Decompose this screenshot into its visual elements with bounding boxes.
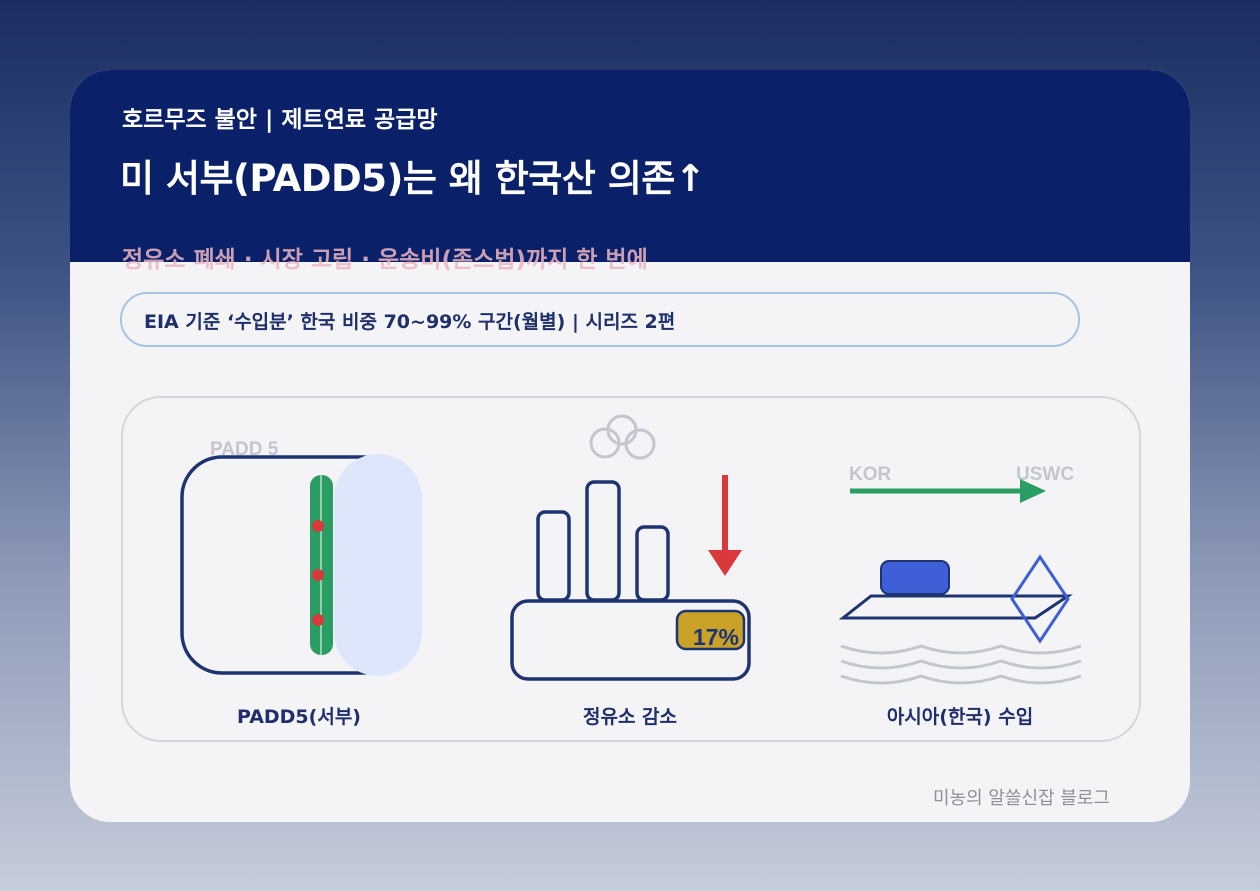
illustrations: PADD 5 17% KOR USWC: [180, 414, 1082, 685]
route-arrow-icon: [850, 479, 1046, 503]
header-band: 호르무즈 불안 | 제트연료 공급망 미 서부(PADD5)는 왜 한국산 의존…: [70, 70, 1190, 262]
page-title: 미 서부(PADD5)는 왜 한국산 의존↑: [120, 157, 706, 200]
infographic-card: 호르무즈 불안 | 제트연료 공급망 미 서부(PADD5)는 왜 한국산 의존…: [70, 70, 1190, 822]
padd5-label: PADD 5: [210, 439, 279, 460]
kicker: 호르무즈 불안 | 제트연료 공급망: [122, 107, 438, 133]
destination-label: USWC: [1016, 464, 1074, 485]
decline-badge: [675, 609, 746, 651]
refinery-bars: [510, 480, 751, 681]
pill-text: EIA 기준 ‘수입분’ 한국 비중 70~99% 구간(월별) | 시리즈 2…: [144, 311, 676, 333]
decline-badge-text: 17%: [693, 624, 739, 650]
waves-icon: [840, 644, 1082, 685]
blog-credit: 미농의 알쓸신잡 블로그: [932, 788, 1110, 809]
subtitle: 정유소 폐쇄 · 시장 고립 · 운송비(존스법)까지 한 번에: [122, 247, 648, 273]
down-arrow-icon: [708, 475, 742, 576]
refinery-icon: [589, 414, 656, 460]
padd5-map-icon: PADD 5: [180, 439, 422, 676]
caption-padd5: PADD5(서부): [237, 706, 361, 728]
caption-asia-import: 아시아(한국) 수입: [886, 706, 1034, 728]
illustration-panel: [121, 396, 1141, 742]
origin-label: KOR: [849, 464, 892, 485]
ship-icon: [838, 554, 1073, 644]
caption-refinery: 정유소 감소: [582, 706, 678, 728]
source-pill: EIA 기준 ‘수입분’ 한국 비중 70~99% 구간(월별) | 시리즈 2…: [120, 292, 1080, 347]
